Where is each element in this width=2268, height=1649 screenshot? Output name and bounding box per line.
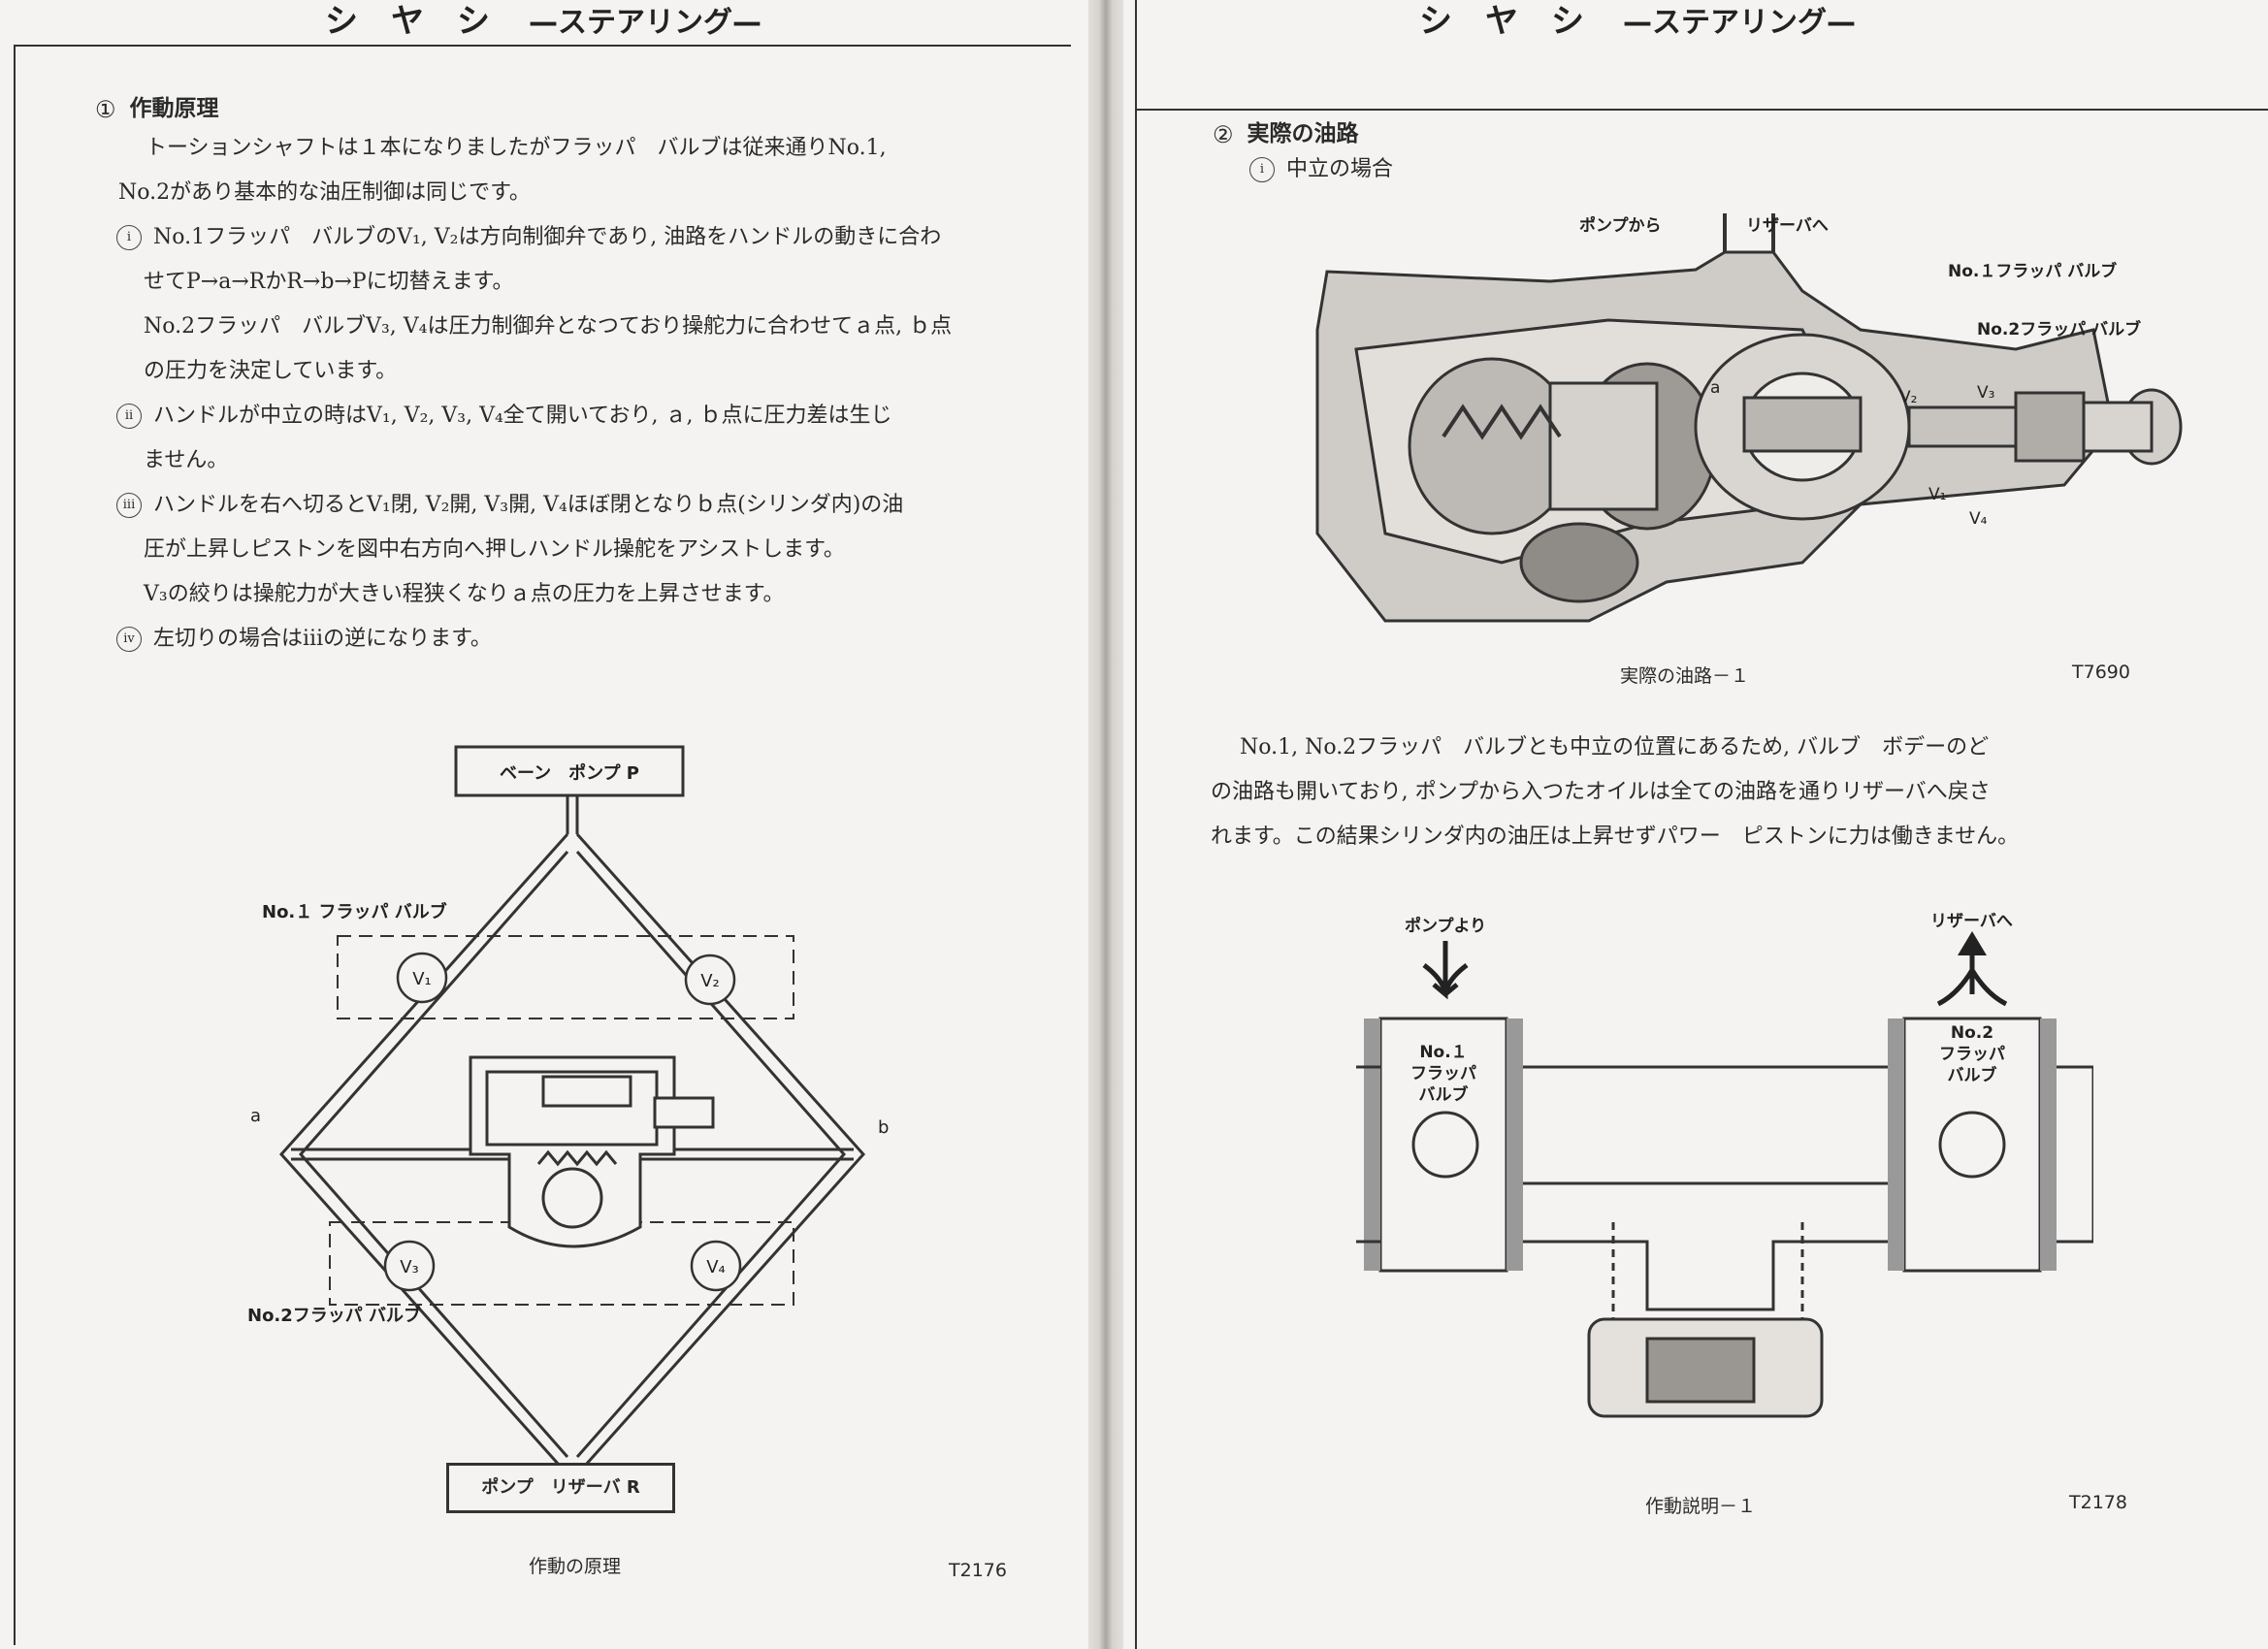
list-item: ii ハンドルが中立の時はV₁, V₂, V₃, V₄全て開いており, ａ, ｂ点… xyxy=(116,394,952,438)
list-item: iv 左切りの場合はⅲの逆になります。 xyxy=(116,617,952,662)
reservoir-label: ポンプ リザーバ R xyxy=(481,1477,640,1498)
valve2-box xyxy=(329,1221,794,1306)
fig1-to-reservoir: リザーバへ xyxy=(1746,216,1829,236)
item-line: ハンドルを右へ切るとV₁閉, V₂開, V₃開, V₄ほぼ閉となりｂ点(シリンダ… xyxy=(153,493,904,517)
left-items: i No.1フラッパ バルブのV₁, V₂は方向制御弁であり, 油路をハンドルの動… xyxy=(116,215,952,662)
v4-label: V₄ xyxy=(706,1257,726,1277)
pump-label: ベーン ポンプ P xyxy=(500,762,639,784)
left-header-title: シ ヤ シ xyxy=(325,2,490,41)
point-a-label: a xyxy=(250,1106,261,1126)
v2-valve xyxy=(684,954,736,1006)
paragraph-line: No.1, No.2フラッパ バルブとも中立の位置にあるため, バルブ ボデーの… xyxy=(1240,735,1990,760)
item-marker: ii xyxy=(116,404,142,429)
right-section-title: ② 実際の油路 xyxy=(1213,114,1359,147)
left-header-subtitle: —ステアリング— xyxy=(529,6,761,40)
item-marker: iii xyxy=(116,493,142,518)
right-page: シ ヤ シ —ステアリング— ② 実際の油路 i 中立の場合 ポンプから xyxy=(1123,0,2268,1649)
left-section-title: ① 作動原理 xyxy=(95,89,219,122)
fig1-v2-label: V₂ xyxy=(1899,388,1917,407)
right-header-subtitle: —ステアリング— xyxy=(1623,6,1856,40)
right-header-rule xyxy=(1135,109,2268,111)
left-page-header: シ ヤ シ —ステアリング— xyxy=(325,0,761,42)
valve1-label: No.１ フラッパ バルブ xyxy=(262,901,447,922)
item-marker: i xyxy=(116,225,142,250)
section-title-text: 実際の油路 xyxy=(1247,121,1359,146)
item-line: せてP→a→RかR→b→Pに切替えます。 xyxy=(144,270,514,294)
fig2-valve1-line2: フラッパ xyxy=(1410,1064,1476,1083)
pump-box xyxy=(454,745,685,797)
fig2-valve2-line3: バルブ xyxy=(1948,1065,1997,1085)
section-title-text: 作動原理 xyxy=(129,96,219,121)
point-b-label: b xyxy=(878,1117,889,1138)
sector-gear-icon xyxy=(1519,522,1639,603)
v3-valve xyxy=(383,1240,436,1292)
fig1-valve1-label: No.１フラッパ バルブ xyxy=(1948,261,2117,281)
left-figure-caption: 作動の原理 xyxy=(529,1556,622,1577)
v1-valve xyxy=(396,952,448,1004)
item-marker: iv xyxy=(116,627,142,652)
list-item: i No.1フラッパ バルブのV₁, V₂は方向制御弁であり, 油路をハンドルの動… xyxy=(116,215,952,260)
item-line: 圧が上昇しピストンを図中右方向へ押しハンドル操舵をアシストします。 xyxy=(144,537,845,562)
reservoir-box: ポンプ リザーバ R xyxy=(446,1463,675,1513)
paragraph-line: れます。この結果シリンダ内の油圧は上昇せずパワー ピストンに力は働きません。 xyxy=(1211,824,2020,849)
item-line: 左切りの場合はⅲの逆になります。 xyxy=(153,627,492,651)
subsection-title-text: 中立の場合 xyxy=(1286,157,1394,181)
item-line: の圧力を決定しています。 xyxy=(144,359,398,383)
v2-label: V₂ xyxy=(700,971,720,991)
fig1-v3-label: V₃ xyxy=(1977,383,1994,403)
flow-schematic: ポンプより リザーバへ No.１ フラッパ バルブ No.2 フラッパ バルブ xyxy=(1356,912,2093,1418)
left-page-border xyxy=(14,45,16,1645)
steering-gear-cutaway: ポンプから リザーバへ No.１フラッパ バルブ No.2フラッパ バルブ a … xyxy=(1315,213,2183,623)
v1-label: V₁ xyxy=(412,969,432,989)
list-item: iii ハンドルを右へ切るとV₁閉, V₂開, V₃開, V₄ほぼ閉となりｂ点(シ… xyxy=(116,483,952,528)
left-figure-code: T2176 xyxy=(949,1560,1007,1581)
fig2-valve1-line3: バルブ xyxy=(1419,1084,1469,1105)
fig1-caption: 実際の油路－１ xyxy=(1620,665,1750,687)
fig2-valve2-line1: No.2 xyxy=(1951,1023,1993,1043)
fig2-valve2-line2: フラッパ xyxy=(1939,1045,2005,1064)
right-page-border-left xyxy=(1135,0,1137,1649)
item-line: V₃の絞りは操舵力が大きい程狭くなりａ点の圧力を上昇させます。 xyxy=(144,582,785,606)
valve1-box xyxy=(337,935,794,1019)
fig2-code: T2178 xyxy=(2069,1492,2127,1513)
fig1-a-label: a xyxy=(1710,378,1720,398)
v4-valve xyxy=(690,1240,742,1292)
fig1-code: T7690 xyxy=(2072,662,2130,683)
section-number: ① xyxy=(95,95,116,123)
fig2-from-pump: ポンプより xyxy=(1405,916,1486,936)
cylinder-gear-icon xyxy=(469,1055,715,1248)
valve2-label: No.2フラッパ バルブ xyxy=(247,1305,421,1326)
fig2-valve1-line1: No.１ xyxy=(1419,1043,1467,1062)
item-line: ません。 xyxy=(144,448,229,472)
item-line: No.2フラッパ バルブV₃, V₄は圧力制御弁となつており操舵力に合わせてａ点… xyxy=(144,314,953,339)
left-intro-paragraph: トーションシャフトは１本になりましたがフラッパ バルブは従来通りNo.1, No… xyxy=(118,126,887,215)
fig2-caption: 作動説明－１ xyxy=(1645,1496,1757,1517)
principle-diagram: V₁ V₂ V₃ V₄ ベーン ポンプ P No.１ フラッパ バルブ No.2… xyxy=(247,745,889,1504)
right-subsection-title: i 中立の場合 xyxy=(1249,147,1393,192)
fig2-to-reservoir: リザーバへ xyxy=(1930,912,2013,931)
item-line: ハンドルが中立の時はV₁, V₂, V₃, V₄全て開いており, ａ, ｂ点に圧… xyxy=(153,404,892,428)
fig1-v4-label: V₄ xyxy=(1969,509,1988,529)
v3-label: V₃ xyxy=(400,1257,419,1277)
intro-line: No.2があり基本的な油圧制御は同じです。 xyxy=(118,180,531,205)
right-paragraph: No.1, No.2フラッパ バルブとも中立の位置にあるため, バルブ ボデーの… xyxy=(1211,726,2019,859)
subsection-marker: i xyxy=(1249,157,1275,182)
fig1-from-pump: ポンプから xyxy=(1579,215,1662,236)
item-line: No.1フラッパ バルブのV₁, V₂は方向制御弁であり, 油路をハンドルの動き… xyxy=(153,225,942,249)
right-header-title: シ ヤ シ xyxy=(1419,2,1584,41)
intro-line: トーションシャフトは１本になりましたがフラッパ バルブは従来通りNo.1, xyxy=(146,136,887,160)
section-number: ② xyxy=(1213,120,1234,148)
right-page-header: シ ヤ シ —ステアリング— xyxy=(1419,0,1856,42)
left-page: シ ヤ シ —ステアリング— ① 作動原理 トーションシャフトは１本になりましたがフ… xyxy=(0,0,1088,1649)
fig1-v1-label: V₁ xyxy=(1928,485,1946,504)
fig1-valve2-label: No.2フラッパ バルブ xyxy=(1977,319,2141,340)
left-header-rule xyxy=(14,45,1071,47)
paragraph-line: の油路も開いており, ポンプから入つたオイルは全ての油路を通りリザーバへ戻さ xyxy=(1211,780,1991,804)
